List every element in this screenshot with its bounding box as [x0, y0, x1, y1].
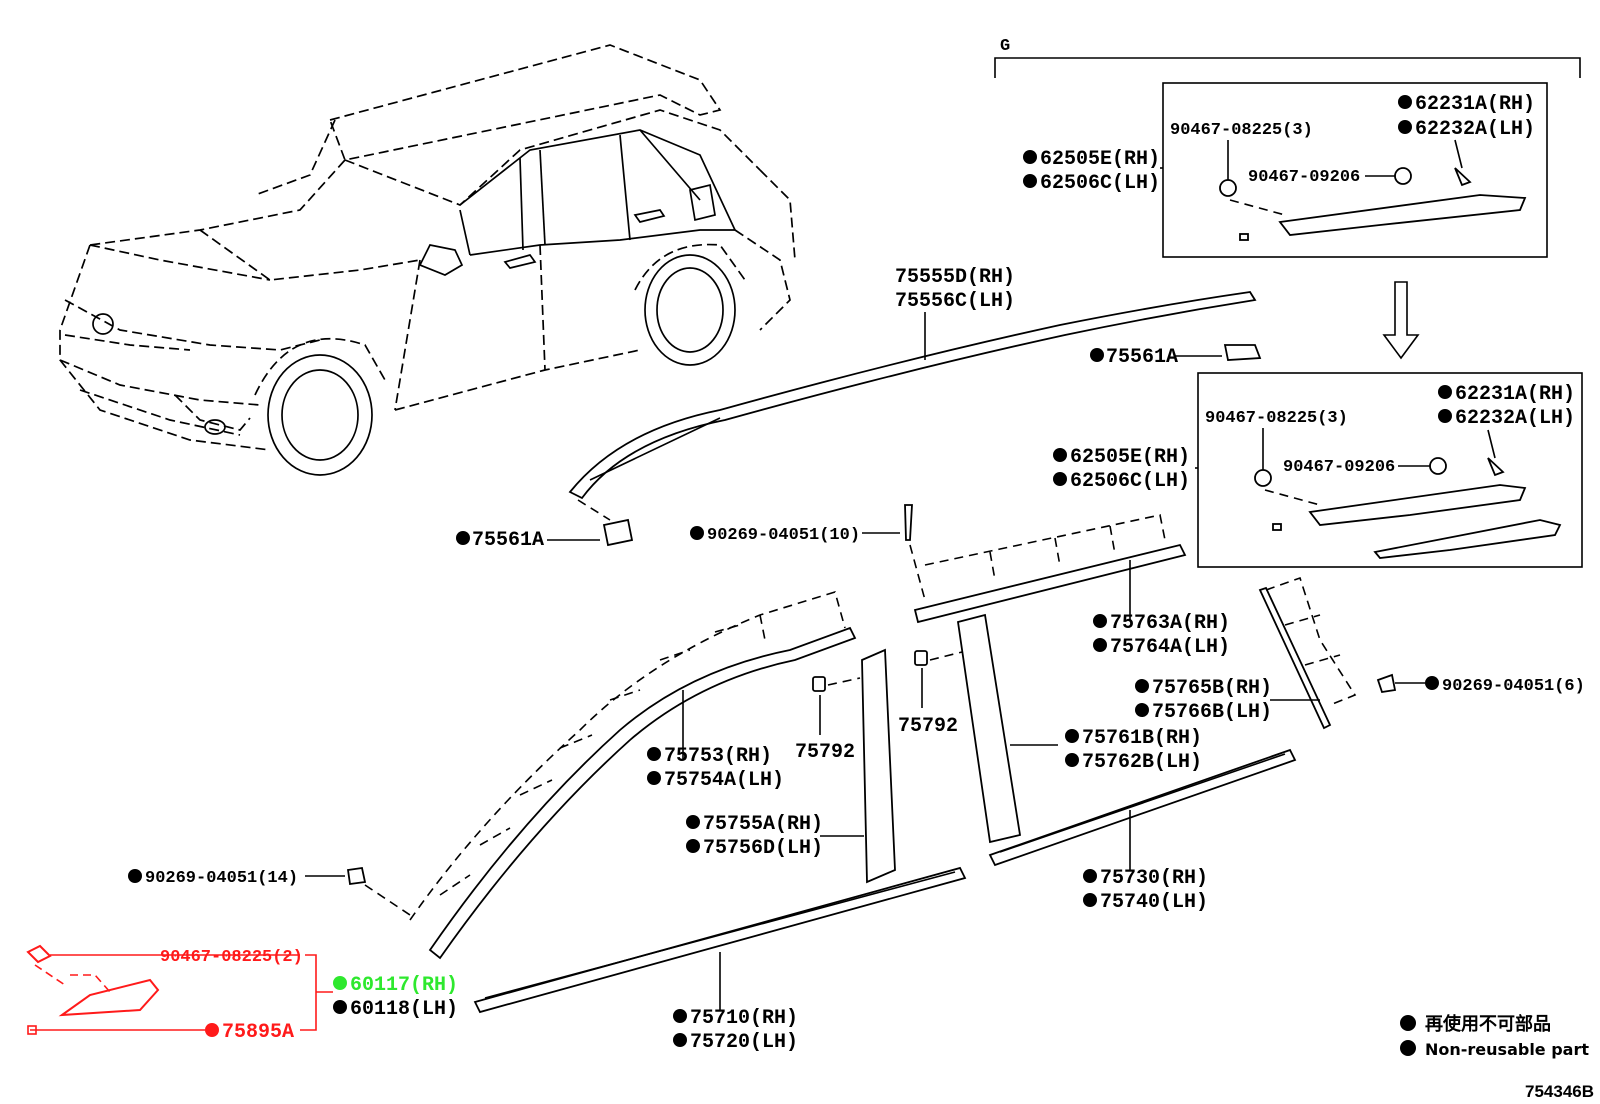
part-label-90269-04051-14: 90269-04051(14): [145, 869, 298, 888]
legend-english: Non-reusable part: [1425, 1040, 1589, 1059]
part-label-75753: 75753(RH): [664, 745, 772, 768]
part-label-75754a: 75754A(LH): [664, 769, 784, 792]
part-label-90467-08225-2: 90467-08225(2): [160, 948, 303, 967]
inset-box-lower: 62231A(RH) 62232A(LH) 90467-08225(3) 904…: [1197, 372, 1583, 568]
legend: 再使用不可部品 Non-reusable part: [1400, 1013, 1589, 1059]
labels-62505-lower: 62505E(RH) 62506C(LH): [1053, 446, 1198, 493]
part-label-75720: 75720(LH): [690, 1031, 798, 1054]
part-label-75556c: 75556C(LH): [895, 290, 1015, 313]
part-label-75764a: 75764A(LH): [1110, 636, 1230, 659]
part-label-75561a-bottom: 75561A: [472, 529, 544, 552]
clip-75561a-bottom: 75561A: [456, 499, 634, 552]
labels-62505-upper: 62505E(RH) 62506C(LH): [1023, 148, 1163, 195]
roof-rail-molding: 75555D(RH) 75556C(LH): [568, 266, 1257, 500]
group-label-g: G: [1000, 37, 1010, 56]
molding-75753: 75753(RH) 75754A(LH): [409, 590, 857, 960]
clip-90269-6: 90269-04051(6): [1376, 673, 1585, 696]
part-label-75763a: 75763A(RH): [1110, 612, 1230, 635]
diagram-id: 754346B: [1525, 1082, 1594, 1101]
spacer-75792-a: 75792: [795, 676, 861, 764]
clip-75561a-top: 75561A: [1090, 344, 1262, 369]
molding-75765b: 75765B(RH) 75766B(LH): [1135, 576, 1357, 730]
part-label-62232a-b: 62232A(LH): [1455, 407, 1575, 430]
highlight-group-60117: 90467-08225(2) 75895A 60117(RH) 60118(LH…: [26, 944, 458, 1044]
part-label-90269-04051-6: 90269-04051(6): [1442, 677, 1585, 696]
part-label-62231a-b: 62231A(RH): [1455, 383, 1575, 406]
part-label-60117: 60117(RH): [350, 974, 458, 997]
group-g-bracket: G: [994, 37, 1581, 78]
molding-75763a: 75763A(RH) 75764A(LH): [913, 514, 1230, 659]
part-label-90467-08225-3-b: 90467-08225(3): [1205, 409, 1348, 428]
part-label-75765b: 75765B(RH): [1152, 677, 1272, 700]
part-label-90467-08225-3: 90467-08225(3): [1170, 121, 1313, 140]
inset-box-upper: 62231A(RH) 62232A(LH) 90467-08225(3) 904…: [1162, 82, 1548, 258]
part-label-75792-b: 75792: [898, 715, 958, 738]
part-label-62505e: 62505E(RH): [1040, 148, 1160, 171]
part-label-75755a: 75755A(RH): [703, 813, 823, 836]
part-label-62506c: 62506C(LH): [1040, 172, 1160, 195]
clip-90269-10: 90269-04051(10): [690, 504, 926, 601]
part-label-62505e-b: 62505E(RH): [1070, 446, 1190, 469]
legend-japanese: 再使用不可部品: [1425, 1013, 1551, 1035]
part-label-90269-04051-10: 90269-04051(10): [707, 526, 860, 545]
part-label-75740: 75740(LH): [1100, 891, 1208, 914]
part-label-90467-09206-b: 90467-09206: [1283, 458, 1395, 477]
part-label-75730: 75730(RH): [1100, 867, 1208, 890]
belt-molding-75730: 75730(RH) 75740(LH): [988, 748, 1297, 914]
belt-molding-75710: 75710(RH) 75720(LH): [473, 866, 967, 1054]
part-label-62231a: 62231A(RH): [1415, 93, 1535, 116]
part-label-75762b: 75762B(LH): [1082, 751, 1202, 774]
part-label-75561a-top: 75561A: [1106, 346, 1178, 369]
spacer-75792-b: 75792: [898, 650, 963, 738]
part-label-75555d: 75555D(RH): [895, 266, 1015, 289]
part-label-75761b: 75761B(RH): [1082, 727, 1202, 750]
clip-90269-14: 90269-04051(14): [128, 866, 411, 916]
part-label-60118: 60118(LH): [350, 998, 458, 1021]
part-label-75756d: 75756D(LH): [703, 837, 823, 860]
pillar-75761b: 75761B(RH) 75762B(LH): [956, 613, 1202, 844]
part-label-62506c-b: 62506C(LH): [1070, 470, 1190, 493]
part-label-75710: 75710(RH): [690, 1007, 798, 1030]
part-label-75766b: 75766B(LH): [1152, 701, 1272, 724]
part-label-75792-a: 75792: [795, 741, 855, 764]
vehicle-illustration: [59, 44, 796, 476]
down-arrow-icon: [1382, 281, 1420, 360]
part-label-75895a: 75895A: [222, 1021, 294, 1044]
part-label-90467-09206: 90467-09206: [1248, 168, 1360, 187]
part-label-62232a: 62232A(LH): [1415, 118, 1535, 141]
pillar-75755a: 75755A(RH) 75756D(LH): [686, 648, 896, 884]
